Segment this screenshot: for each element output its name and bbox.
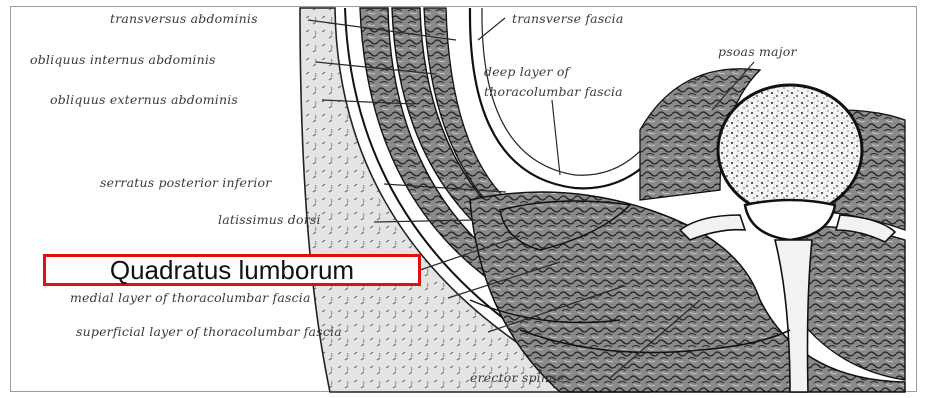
left-transverse-process (680, 215, 745, 240)
label-obliquus-internus: obliquus internus abdominis (30, 52, 216, 67)
label-transversus-abdominis: transversus abdominis (110, 11, 258, 26)
label-obliquus-externus: obliquus externus abdominis (50, 92, 238, 107)
label-superficial-layer: superficial layer of thoracolumbar fasci… (76, 324, 342, 339)
leader-deep-layer (552, 100, 560, 175)
highlight-label-quadratus-lumborum: Quadratus lumborum (110, 257, 354, 283)
label-medial-layer: medial layer of thoracolumbar fascia (70, 290, 311, 305)
label-transverse-fascia: transverse fascia (512, 11, 623, 26)
label-deep-layer-line2: thoracolumbar fascia (484, 84, 623, 99)
label-latissimus-dorsi: latissimus dorsi (218, 212, 321, 227)
label-serratus-posterior: serratus posterior inferior (100, 175, 272, 190)
label-erector-spinae: erector spinae (470, 370, 564, 385)
label-psoas-major: psoas major (718, 44, 797, 59)
vertebral-body (718, 85, 862, 215)
highlight-box: Quadratus lumborum (43, 254, 421, 286)
label-deep-layer-line1: deep layer of (484, 64, 572, 79)
